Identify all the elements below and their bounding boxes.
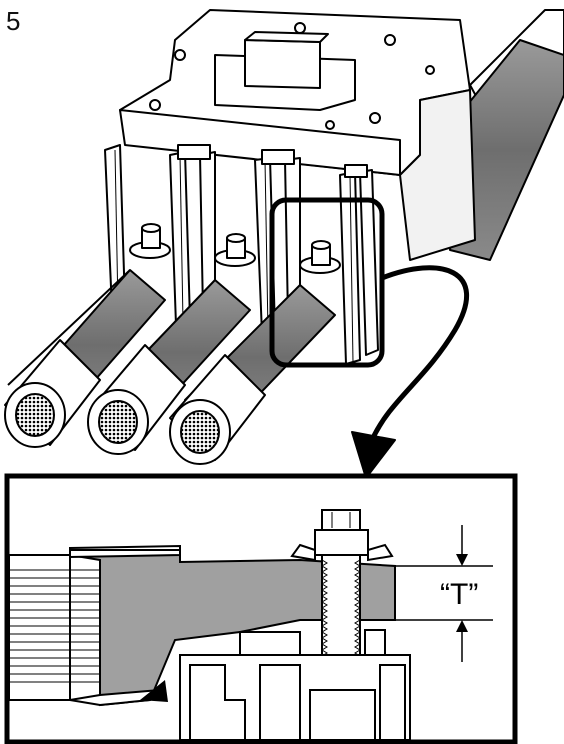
dimension-markers [395,525,493,662]
thickness-label: “T” [440,578,478,611]
pointer-arrow [140,680,168,702]
step-number: 5 [6,6,21,36]
callout-arrow-icon [369,265,470,442]
detail-panel: “T” [4,473,518,744]
callout-arrowhead [351,431,396,479]
terminal-housing [179,629,411,741]
detail-cable [8,544,396,707]
detail-callout-box [269,197,385,368]
breaker-assembly [4,9,564,479]
rear-cable [449,9,564,261]
breaker-body [119,9,476,261]
cable-ends [4,339,266,465]
lug-screws [129,223,341,274]
